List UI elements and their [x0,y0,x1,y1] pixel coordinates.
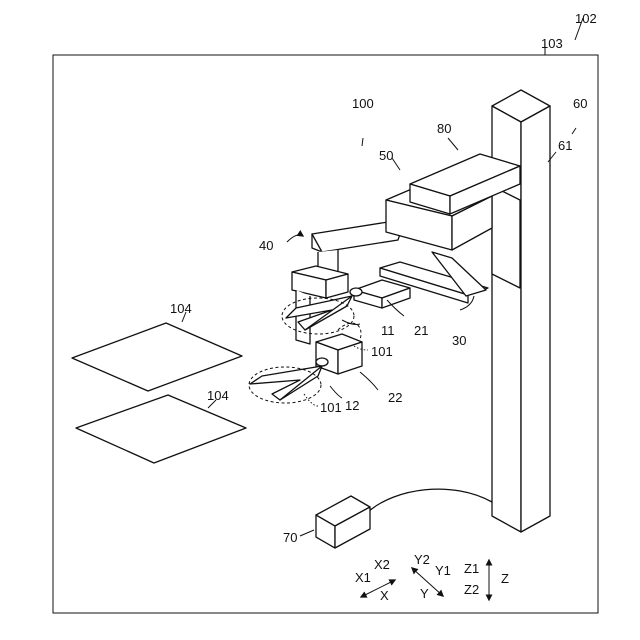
label-101-upper: 101 [371,344,393,359]
axis-label-y2: Y2 [414,552,430,567]
label-22: 22 [388,390,402,405]
label-61: 61 [558,138,572,153]
label-12: 12 [345,398,359,413]
label-80: 80 [437,121,451,136]
label-102: 102 [575,11,597,26]
label-100: 100 [352,96,374,111]
vertical-column [492,90,550,532]
column-plate [492,186,520,288]
label-11: 11 [381,323,395,338]
axis-label-z1: Z1 [464,561,479,576]
label-30: 30 [452,333,466,348]
label-101-lower: 101 [320,400,342,415]
controller-cable [368,489,492,512]
label-104-lower: 104 [207,388,229,403]
label-104-upper: 104 [170,301,192,316]
axis-label-z2: Z2 [464,582,479,597]
label-21: 21 [414,323,428,338]
wrist-lower [316,334,362,374]
axis-label-y1: Y1 [435,563,451,578]
label-50: 50 [379,148,393,163]
axis-label-x: X [380,588,389,603]
table-upper [72,323,242,391]
label-40: 40 [259,238,273,253]
table-lower [76,395,246,463]
axis-label-y: Y [420,586,429,601]
axis-label-x1: X1 [355,570,371,585]
wrist-upper [350,280,410,308]
label-70: 70 [283,530,297,545]
axis-label-z: Z [501,571,509,586]
hand-lower [250,366,322,400]
label-60: 60 [573,96,587,111]
controller-box [316,496,370,548]
axis-label-x2: X2 [374,557,390,572]
label-103: 103 [541,36,563,51]
